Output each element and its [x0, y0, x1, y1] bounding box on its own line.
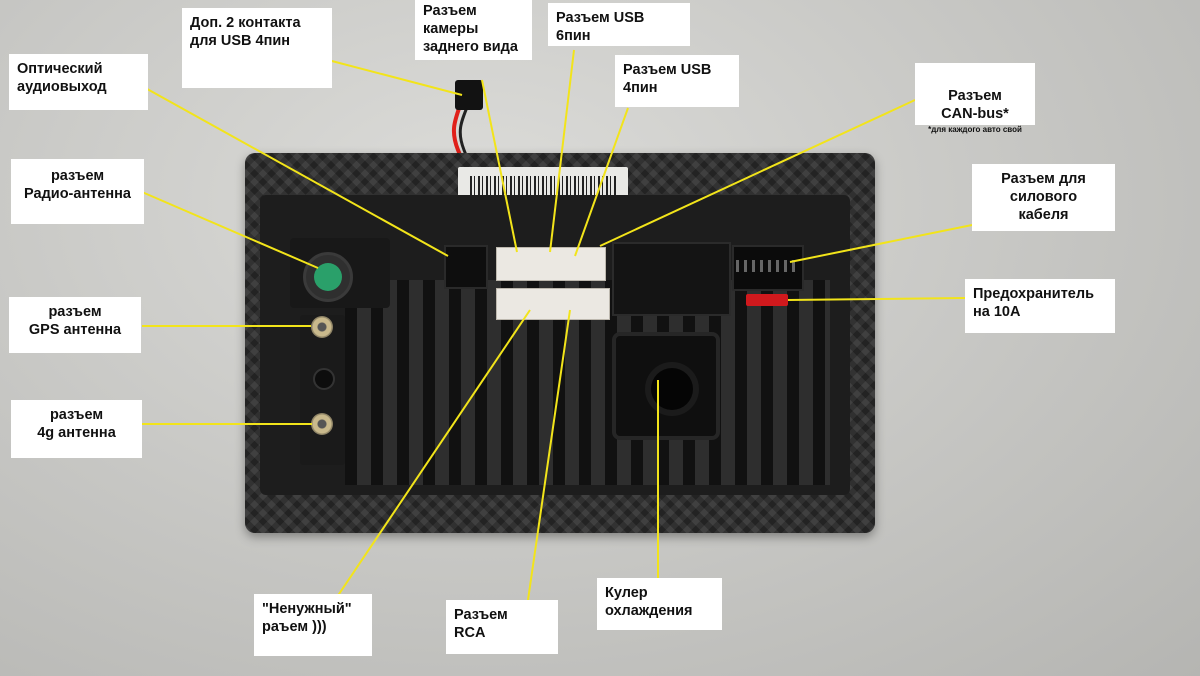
label-power-cable: Разъем для силового кабеля: [972, 164, 1115, 231]
barcode: [470, 176, 618, 196]
label-cooler: Кулер охлаждения: [597, 578, 722, 630]
radio-antenna-insert: [314, 263, 342, 291]
label-usb-extra: Доп. 2 контакта для USB 4пин: [182, 8, 332, 88]
label-can-bus-text: Разъем CAN-bus*: [941, 88, 1009, 122]
label-rca: Разъем RCA: [446, 600, 558, 654]
label-gps-antenna: разъем GPS антенна: [9, 297, 141, 353]
power-pins: [736, 260, 796, 272]
label-optical: Оптический аудиовыход: [9, 54, 148, 110]
label-rear-camera: Разъем камеры заднего вида: [415, 0, 532, 60]
lte-antenna-port: [311, 413, 333, 435]
label-can-bus-note: *для каждого авто свой: [928, 125, 1022, 134]
rca-connector-block: [496, 288, 610, 320]
label-useless-port: "Ненужный" раъем ))): [254, 594, 372, 656]
fuse-10a: [746, 294, 788, 306]
label-radio-antenna: разъем Радио-антенна: [11, 159, 144, 224]
can-bus-port: [612, 242, 731, 316]
label-usb-6pin: Разъем USB 6пин: [548, 3, 690, 46]
label-4g-antenna: разъем 4g антенна: [11, 400, 142, 458]
optical-output-port: [444, 245, 488, 289]
label-usb-4pin: Разъем USB 4пин: [615, 55, 739, 107]
radio-antenna-port: [303, 252, 353, 302]
unused-small-port: [313, 368, 335, 390]
label-fuse: Предохранитель на 10А: [965, 279, 1115, 333]
label-can-bus: Разъем CAN-bus* *для каждого авто свой: [915, 63, 1035, 134]
gps-antenna-port: [311, 316, 333, 338]
antenna-strip: [300, 315, 345, 465]
